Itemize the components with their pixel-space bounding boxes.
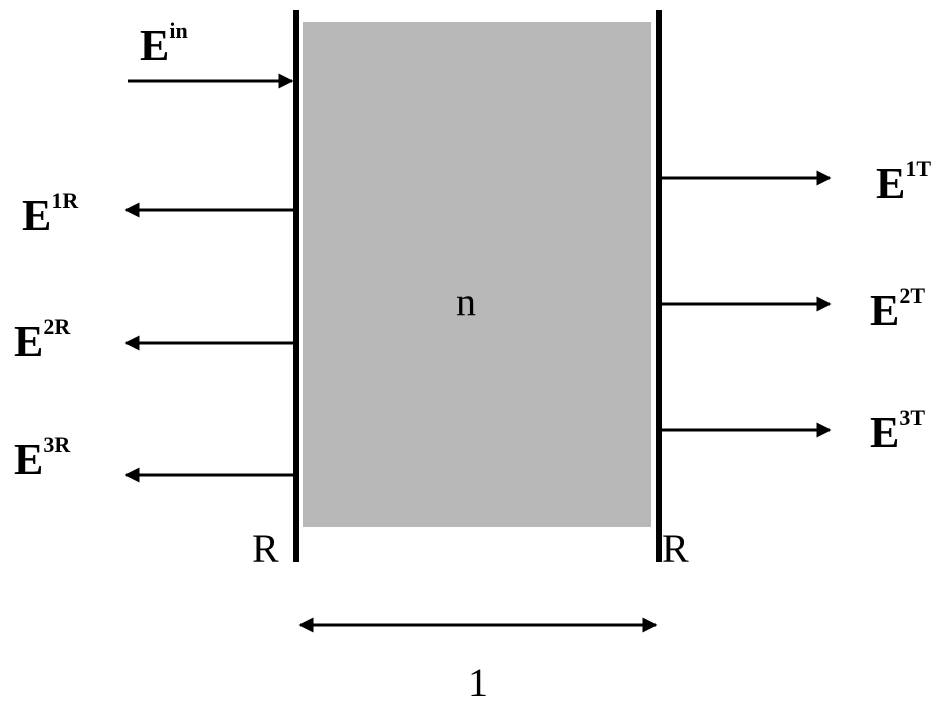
transmitted-label-3-sup: 3T — [899, 405, 925, 430]
incident-label: Ein — [140, 18, 188, 70]
cavity-medium — [303, 22, 651, 527]
transmitted-label-1-base: E — [876, 159, 905, 208]
reflected-label-2-base: E — [14, 317, 43, 366]
transmitted-label-2: E2T — [870, 283, 925, 335]
refractive-index-label: n — [456, 279, 476, 324]
length-label: 1 — [468, 660, 488, 701]
reflected-label-2-sup: 2R — [43, 314, 71, 339]
reflected-label-1: E1R — [22, 188, 79, 240]
reflected-label-3: E3R — [14, 432, 71, 484]
reflected-label-2: E2R — [14, 314, 71, 366]
transmitted-label-1-sup: 1T — [905, 156, 931, 181]
right-mirror-label: R — [662, 526, 689, 571]
reflected-label-1-sup: 1R — [51, 188, 79, 213]
incident-label-base: E — [140, 21, 169, 70]
transmitted-label-1: E1T — [876, 156, 931, 208]
reflected-label-1-base: E — [22, 191, 51, 240]
transmitted-label-2-sup: 2T — [899, 283, 925, 308]
left-mirror-label: R — [252, 526, 279, 571]
transmitted-label-3: E3T — [870, 405, 925, 457]
transmitted-label-3-base: E — [870, 408, 899, 457]
reflected-label-3-base: E — [14, 435, 43, 484]
reflected-label-3-sup: 3R — [43, 432, 71, 457]
transmitted-label-2-base: E — [870, 286, 899, 335]
incident-label-sup: in — [169, 18, 187, 43]
